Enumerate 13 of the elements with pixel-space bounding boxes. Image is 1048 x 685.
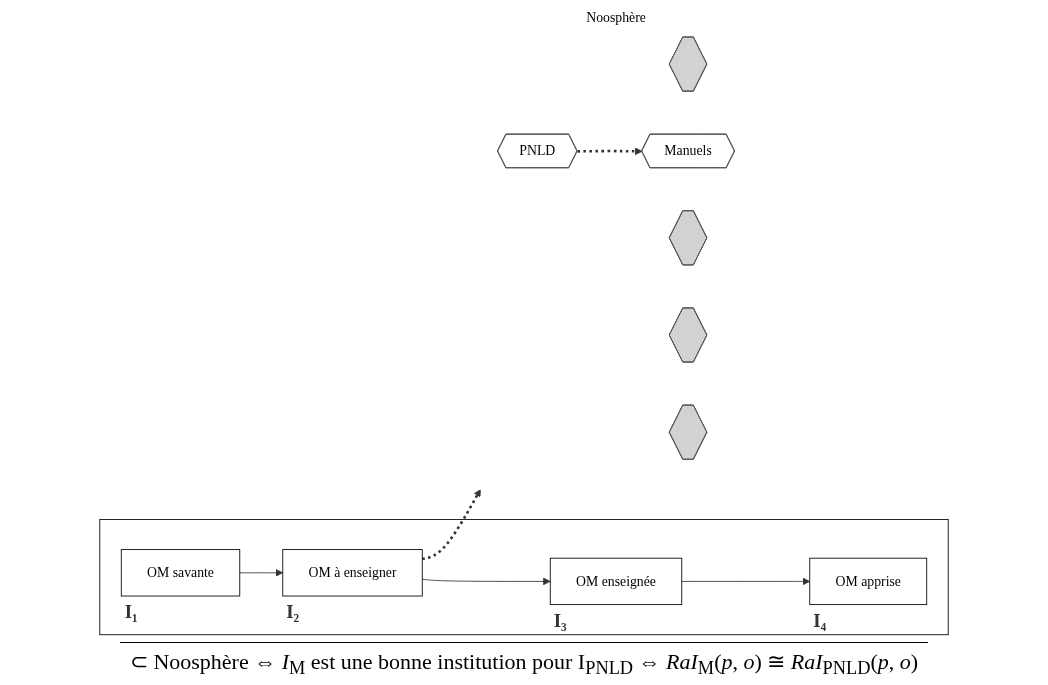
arrow <box>422 489 481 561</box>
institution-label: I₄ <box>813 610 827 631</box>
node-box: OM savante <box>120 549 241 597</box>
node-box: OM apprise <box>809 557 928 606</box>
cluster <box>99 519 949 636</box>
institution-label: I₂ <box>286 601 300 623</box>
arrow <box>577 147 643 156</box>
institution-label: I₁ <box>124 601 138 623</box>
formula-text: ⊂ Noosphère ⇔ I$_{M}$ est une bonne institution pour I$_{PNLD}$ ⇔ RaI$_{M}$(p, o) ≅ RaI$_{PNLD}$(p, o) <box>119 641 929 685</box>
node-text: Noosphère <box>586 9 646 25</box>
institution-label: I₃ <box>553 610 567 631</box>
node-box: OM enseignée <box>549 557 683 606</box>
node-box: OM à enseigner <box>282 549 423 597</box>
